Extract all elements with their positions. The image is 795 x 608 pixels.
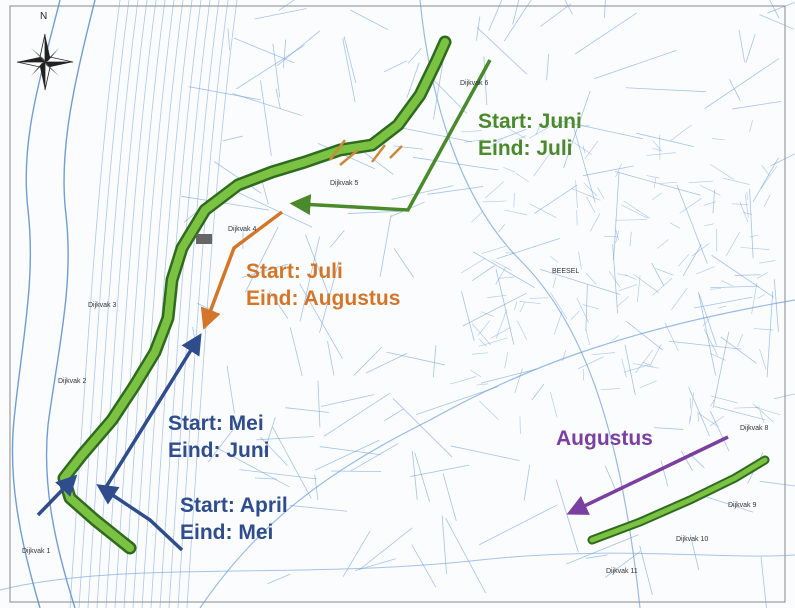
north-label: N xyxy=(40,11,48,22)
place-label-dijkvak-5: Dijkvak 5 xyxy=(330,180,359,187)
place-label-town: BEESEL xyxy=(552,268,580,275)
arrow-june-july xyxy=(289,59,492,216)
place-label-dijkvak-6: Dijkvak 6 xyxy=(460,80,489,87)
place-label-dijkvak-8: Dijkvak 8 xyxy=(740,425,769,432)
place-label-dijkvak-9: Dijkvak 9 xyxy=(728,502,757,509)
arrow-april-may xyxy=(96,484,184,552)
phase-label-line: Eind: Juli xyxy=(478,137,573,160)
arrow-august xyxy=(566,435,729,515)
phase-label-line: Eind: Augustus xyxy=(246,287,401,310)
work-area-marker xyxy=(196,234,212,244)
phase-label-june-july: Start: Juni Eind: Juli xyxy=(478,108,582,162)
intersection-marks xyxy=(329,139,403,166)
arrow-may-june-left xyxy=(36,474,78,517)
place-label-dijkvak-2: Dijkvak 2 xyxy=(58,378,87,385)
place-label-dijkvak-3: Dijkvak 3 xyxy=(88,302,117,309)
phase-label-april-may: Start: April Eind: Mei xyxy=(180,492,288,546)
phase-label-july-august: Start: Juli Eind: Augustus xyxy=(246,258,400,312)
place-label-dijkvak-11: Dijkvak 11 xyxy=(606,568,638,575)
phase-label-line: Start: Juli xyxy=(246,260,343,283)
phase-label-may-june: Start: Mei Eind: Juni xyxy=(168,410,270,464)
phase-label-line: Eind: Juni xyxy=(168,439,270,462)
phase-label-line: Eind: Mei xyxy=(180,521,274,544)
phase-label-august: Augustus xyxy=(556,425,653,452)
place-label-dijkvak-1: Dijkvak 1 xyxy=(22,548,51,555)
dike-route-east-fill xyxy=(589,457,768,543)
arrow-may-june xyxy=(104,333,202,488)
phase-label-line: Start: Juni xyxy=(478,110,582,133)
dike-route-main-fill xyxy=(60,38,449,552)
phase-label-line: Start: Mei xyxy=(168,412,264,435)
phase-label-line: Start: April xyxy=(180,494,288,517)
place-label-dijkvak-4: Dijkvak 4 xyxy=(228,226,257,233)
place-label-dijkvak-10: Dijkvak 10 xyxy=(676,536,709,543)
phase-label-line: Augustus xyxy=(556,427,653,450)
arrow-july-august xyxy=(200,210,284,330)
